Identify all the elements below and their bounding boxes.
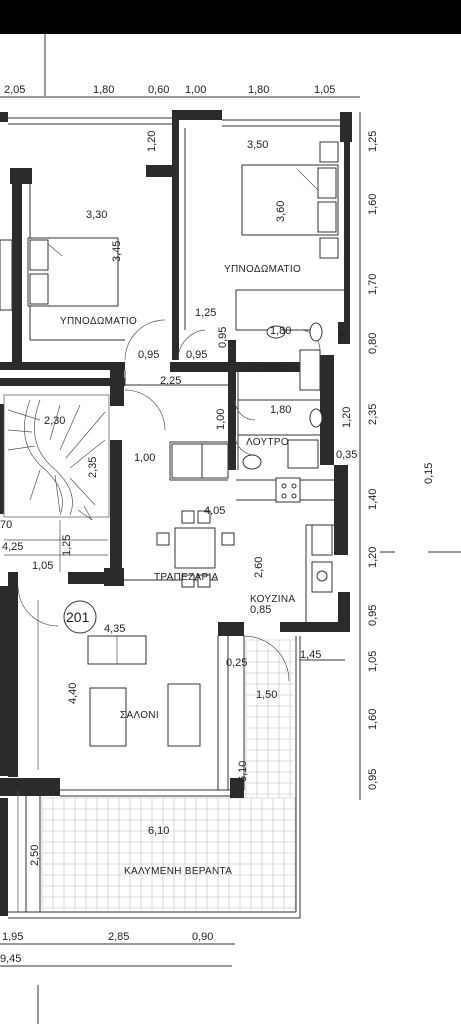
bottom-dim-2: 2,85 xyxy=(108,931,129,943)
dim-4-25: 4,25 xyxy=(2,541,23,553)
interior-lines xyxy=(4,117,344,919)
bathtub-1 xyxy=(299,349,321,391)
right-dim-9: 1,05 xyxy=(367,651,379,672)
room-label-bedroom-left: ΥΠΝΟΔΩΜΑΤΙΟ xyxy=(60,316,137,327)
dim-1-45: 1,45 xyxy=(300,649,321,661)
dim-4-05: 4,05 xyxy=(204,505,225,517)
dim-2-60: 2,60 xyxy=(253,557,265,578)
dimension-lines xyxy=(0,34,461,1024)
room-label-kitchen: ΚΟΥΖΙΝΑ xyxy=(250,594,295,605)
right-dim-8: 0,95 xyxy=(367,605,379,626)
dim-5: 5 xyxy=(340,331,346,343)
right-dim-10: 1,60 xyxy=(367,709,379,730)
room-label-living: ΣΑΛΟΝΙ xyxy=(120,710,159,721)
dim-1-00-a: 1,00 xyxy=(215,409,227,430)
dim-0-95-a: 0,95 xyxy=(138,349,159,361)
dim-2-25: 2,25 xyxy=(160,375,181,387)
stove xyxy=(275,477,301,503)
dim-2-50: 2,50 xyxy=(29,845,41,866)
dim-4-40: 4,40 xyxy=(67,683,79,704)
dim-1-00-b: 1,00 xyxy=(134,452,155,464)
far-right-dim: 0,15 xyxy=(423,463,435,484)
right-dim-3: 1,70 xyxy=(367,274,379,295)
top-dim-4: 1,00 xyxy=(185,84,206,96)
dim-1-05: 1,05 xyxy=(32,560,53,572)
dim-2-30: 2,30 xyxy=(44,415,65,427)
dim-1-25-b: 1,25 xyxy=(61,535,73,556)
veranda-tiles xyxy=(41,639,296,910)
dim-0-95-b: 0,95 xyxy=(186,349,207,361)
furniture xyxy=(0,141,339,747)
top-dimensions: 2,05 1,80 0,60 1,00 1,80 1,05 xyxy=(4,84,335,96)
dim-0-35: 0,35 xyxy=(336,449,357,461)
dim-2-35: 2,35 xyxy=(87,457,99,478)
bottom-dim-total: 9,45 xyxy=(0,953,21,965)
apartment-number: 201 xyxy=(66,609,90,625)
dim-6-10-b: 6,10 xyxy=(148,825,169,837)
right-dim-4: 0,80 xyxy=(367,333,379,354)
dim-3-45: 3,45 xyxy=(111,241,123,262)
right-dim-7: 1,20 xyxy=(367,547,379,568)
bottom-dim-1: 1,95 xyxy=(2,931,23,943)
dim-1-50: 1,50 xyxy=(256,689,277,701)
interior-dimensions: 3,50 3,60 1,20 3,30 3,45 1,25 0,95 0,95 … xyxy=(0,131,357,866)
dim-0-25: 0,25 xyxy=(226,657,247,669)
apartment-number-badge: 201 xyxy=(63,600,97,634)
sofa-left xyxy=(89,687,127,747)
right-dimensions: 1,25 1,60 1,70 0,80 1,20 2,35 1,40 1,20 … xyxy=(341,131,435,790)
right-dim-2: 1,60 xyxy=(367,194,379,215)
top-dim-5: 1,80 xyxy=(248,84,269,96)
dim-6-10-a: 6,10 xyxy=(237,761,249,782)
right-dim-11: 0,95 xyxy=(367,769,379,790)
top-dim-2: 1,80 xyxy=(93,84,114,96)
room-labels: ΥΠΝΟΔΩΜΑΤΙΟ ΥΠΝΟΔΩΜΑΤΙΟ ΛΟΥΤΡΟ ΛΟΥΤΡΟ ΤΡ… xyxy=(60,264,301,877)
right-dim-1: 1,25 xyxy=(367,131,379,152)
dining-table xyxy=(174,527,216,569)
room-label-bath-1: ΛΟΥΤΡΟ xyxy=(246,364,289,375)
dim-1-25: 1,25 xyxy=(195,307,216,319)
right-dim-4b: 1,20 xyxy=(341,407,353,428)
room-label-bedroom-right: ΥΠΝΟΔΩΜΑΤΙΟ xyxy=(224,264,301,275)
shower-2 xyxy=(287,439,319,469)
bottom-dim-3: 0,90 xyxy=(192,931,213,943)
right-dim-6: 1,40 xyxy=(367,489,379,510)
dim-3-50: 3,50 xyxy=(247,139,268,151)
bottom-dimensions: 1,95 2,85 0,90 9,45 xyxy=(0,931,213,965)
dim-3-60: 3,60 xyxy=(275,201,287,222)
dim-1-80-a: 1,80 xyxy=(270,325,291,337)
staircase xyxy=(3,394,110,521)
dim-0-85: 0,85 xyxy=(250,604,271,616)
door-swings xyxy=(17,319,321,682)
room-label-bath-2: ΛΟΥΤΡΟ xyxy=(246,437,289,448)
dim-70: 70 xyxy=(0,519,12,531)
floor-plan: 2,05 1,80 0,60 1,00 1,80 1,05 1,25 1,60 … xyxy=(0,34,461,1024)
dim-1-80-b: 1,80 xyxy=(270,404,291,416)
room-label-veranda: ΚΑΛΥΜΕΝΗ ΒΕΡΑΝΤΑ xyxy=(124,866,232,877)
top-dim-6: 1,05 xyxy=(314,84,335,96)
walls xyxy=(0,110,352,916)
armchair-right xyxy=(167,683,201,747)
top-black-bar xyxy=(0,0,461,34)
dim-3-30: 3,30 xyxy=(86,209,107,221)
right-dim-5: 2,35 xyxy=(367,404,379,425)
top-dim-3: 0,60 xyxy=(148,84,169,96)
top-dim-1: 2,05 xyxy=(4,84,25,96)
dim-0-95-c: 0,95 xyxy=(217,327,229,348)
room-label-dining: ΤΡΑΠΕΖΑΡΙΑ xyxy=(154,572,219,583)
dim-1-20-top: 1,20 xyxy=(146,131,158,152)
dim-4-35: 4,35 xyxy=(104,623,125,635)
